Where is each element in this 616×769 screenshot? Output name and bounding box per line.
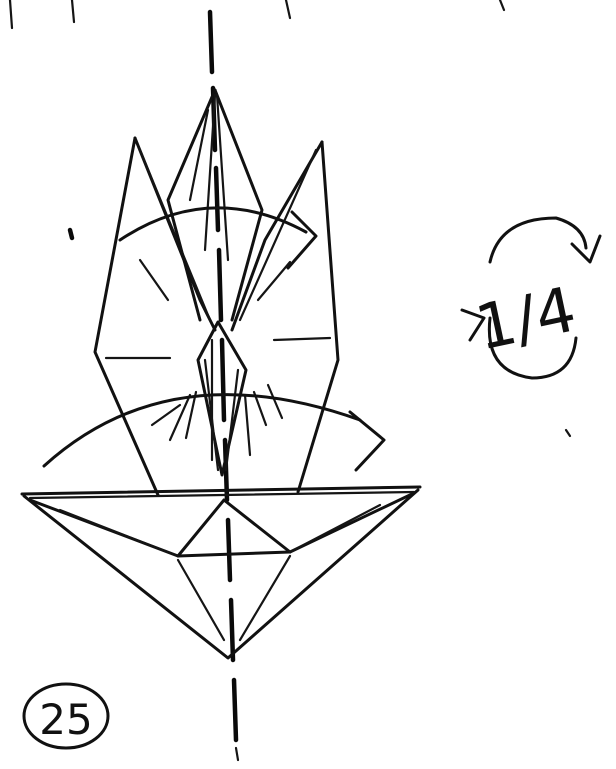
top-edge-mark	[500, 0, 504, 10]
bottom-diamond	[24, 490, 418, 658]
horizontal-fold-bar	[22, 487, 420, 498]
top-edge-mark	[72, 0, 74, 22]
left-flap	[95, 138, 215, 495]
rotate-arrow-icon	[490, 218, 586, 262]
pencil-dot	[566, 430, 570, 436]
step-number-badge: 25	[24, 684, 108, 748]
rotation-fraction-label: 1/4	[469, 272, 582, 364]
pencil-dot	[70, 230, 72, 238]
top-edge-mark	[286, 0, 290, 18]
step-number-label: 25	[39, 695, 92, 744]
top-edge-mark	[10, 0, 12, 28]
